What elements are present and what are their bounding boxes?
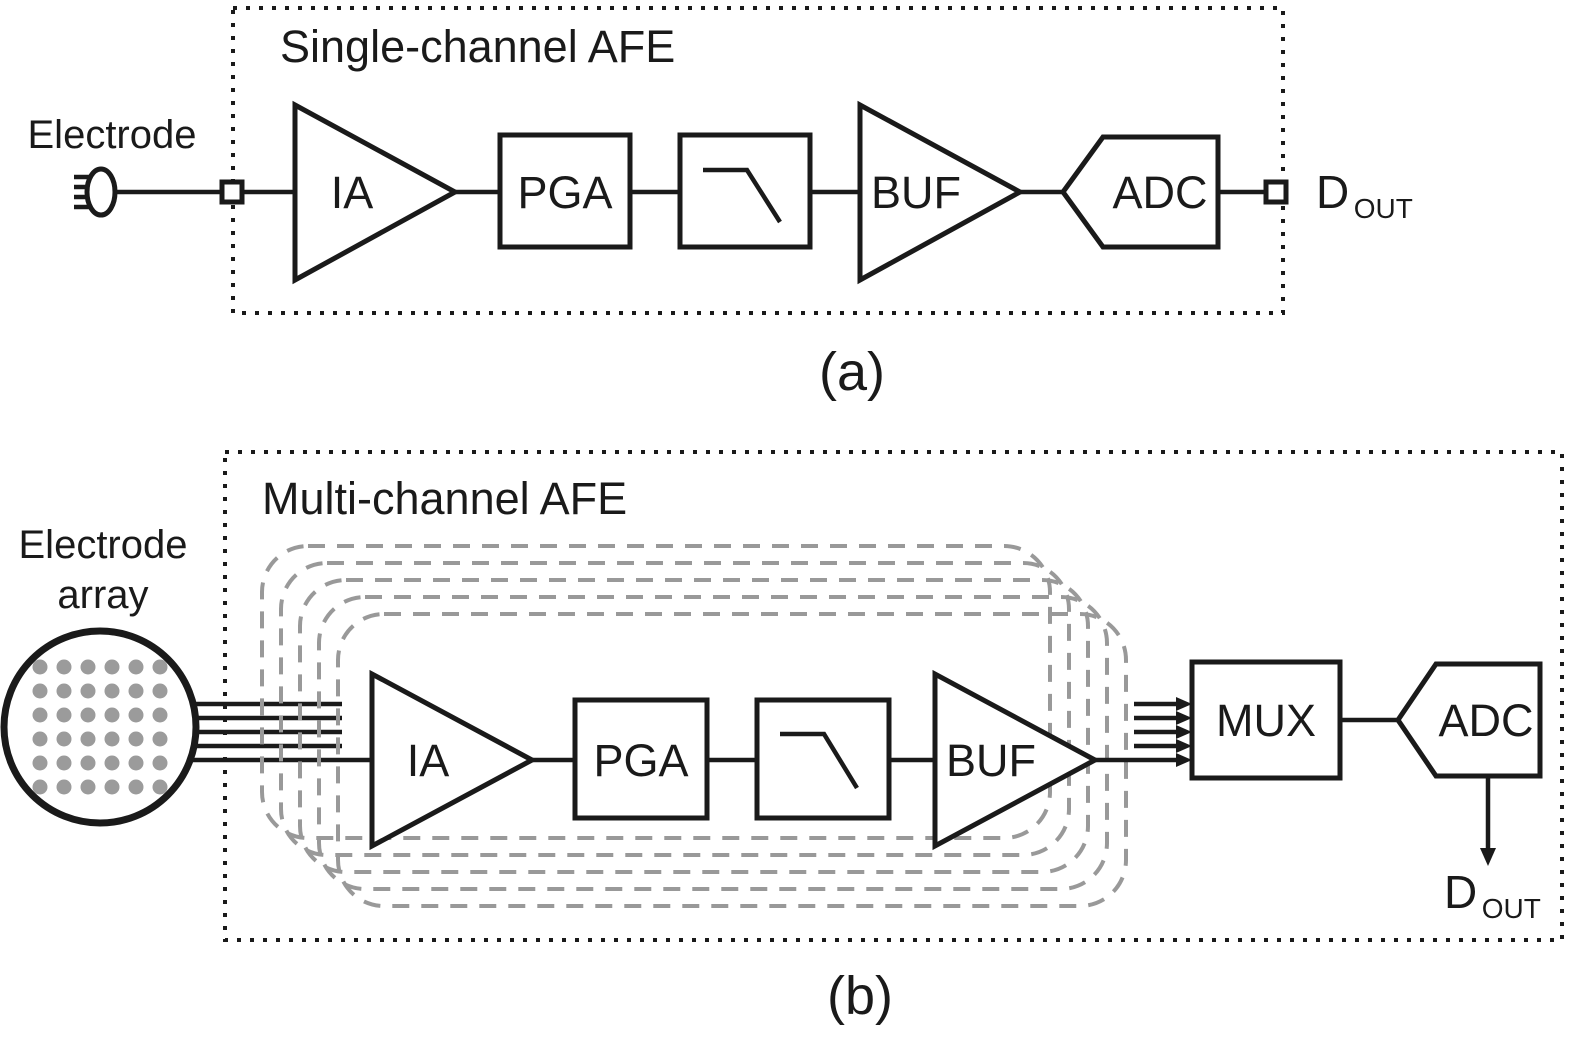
lowpass-filter-block-b: [754, 697, 892, 821]
dout-sub-a: OUT: [1354, 193, 1413, 224]
pga-label: PGA: [517, 167, 612, 218]
buf-label: BUF: [871, 167, 961, 218]
ia-label-b: IA: [407, 735, 450, 786]
mux-block: [1189, 659, 1343, 781]
buf-label-b: BUF: [946, 735, 1036, 786]
adc-output-arrow: [1480, 776, 1496, 866]
electrode-label: Electrode: [28, 113, 197, 157]
lowpass-filter-icon-b: [780, 731, 859, 790]
lowpass-filter-icon: [703, 167, 782, 224]
pga-block: [497, 132, 633, 250]
channel-box-front: [336, 612, 1128, 908]
adc-label-b: ADC: [1438, 695, 1533, 746]
buf-amplifier-symbol: [857, 100, 1026, 285]
buf-amplifier-symbol-b: [932, 669, 1101, 851]
channel-box-4: [279, 561, 1071, 857]
electrode-icon: [74, 166, 118, 218]
lowpass-filter-block: [677, 132, 813, 250]
output-port-square: [1263, 179, 1289, 205]
caption-b: (b): [827, 966, 893, 1026]
dout-main-b: D: [1444, 866, 1477, 918]
panel-b-title: Multi-channel AFE: [262, 473, 627, 524]
channel-box-5: [260, 544, 1052, 840]
dout-label-b: D OUT: [1444, 866, 1541, 924]
panel-a: Single-channel AFE Electrode IA PGA BUF: [28, 6, 1413, 402]
panel-a-title: Single-channel AFE: [280, 21, 675, 72]
ia-amplifier-symbol-b: [369, 669, 538, 851]
pga-label-b: PGA: [593, 735, 688, 786]
input-port-square: [219, 179, 245, 205]
mux-label: MUX: [1216, 695, 1316, 746]
adc-label: ADC: [1112, 167, 1207, 218]
channel-box-3: [298, 578, 1090, 874]
adc-block-b: [1394, 661, 1543, 779]
ia-amplifier-symbol: [292, 100, 461, 285]
dout-main-a: D: [1316, 166, 1349, 218]
dout-label-a: D OUT: [1316, 166, 1413, 224]
mux-input-arrows: [1134, 697, 1192, 767]
electrode-array-icon: [0, 627, 200, 827]
pga-block-b: [572, 697, 710, 821]
caption-a: (a): [819, 342, 885, 402]
electrode-array-label-line2: array: [57, 573, 148, 617]
electrode-array-label-line1: Electrode: [19, 523, 188, 567]
panel-b: Multi-channel AFE Electrode array IA: [0, 450, 1564, 1026]
ia-label: IA: [331, 167, 374, 218]
channel-box-2: [317, 595, 1109, 891]
dout-sub-b: OUT: [1482, 893, 1541, 924]
multi-channel-afe-boundary: [223, 450, 1564, 942]
